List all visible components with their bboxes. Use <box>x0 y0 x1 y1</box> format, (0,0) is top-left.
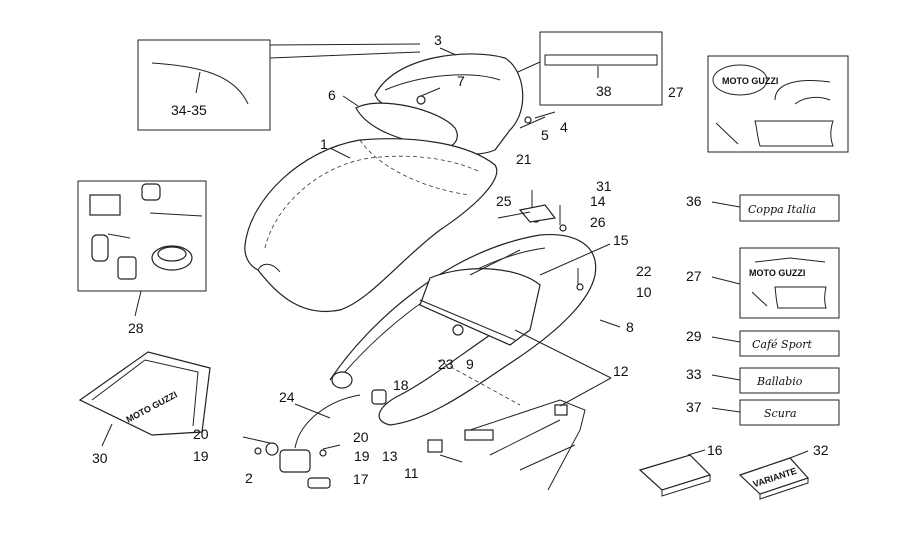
callout-36: 36 <box>686 193 702 209</box>
callout-29: 29 <box>686 328 702 344</box>
callout-5: 5 <box>541 127 549 143</box>
callout-30: 30 <box>92 450 108 466</box>
decal-33: Ballabio <box>711 367 840 394</box>
decal-33-text: Ballabio <box>756 375 803 388</box>
callout-19b: 19 <box>354 448 370 464</box>
callout-32: 32 <box>813 442 829 458</box>
manual-32: VARIANTE <box>738 450 810 500</box>
decal-37: Scura <box>711 399 840 426</box>
callout-7: 7 <box>457 73 465 89</box>
callout-3: 3 <box>434 32 442 48</box>
callout-38: 38 <box>596 83 612 99</box>
inset-strip-38 <box>499 31 663 106</box>
callout-19a: 19 <box>193 448 209 464</box>
decal-27-logo-text: MOTO GUZZI <box>749 268 805 278</box>
callout-11: 11 <box>404 465 419 481</box>
callout-37: 37 <box>686 399 702 415</box>
callout-4: 4 <box>560 119 568 135</box>
callout-22: 22 <box>636 263 652 279</box>
inset-kit-27-top <box>707 55 849 153</box>
callout-31: 31 <box>596 178 612 194</box>
tool-bag-30 <box>78 351 211 447</box>
decal-27-top-logo: MOTO GUZZI <box>722 76 778 86</box>
callout-18: 18 <box>393 377 409 393</box>
pad-6 <box>342 95 458 149</box>
callout-8: 8 <box>626 319 634 335</box>
callout-14: 14 <box>590 193 606 209</box>
callout-24: 24 <box>279 389 295 405</box>
callout-17: 17 <box>353 471 369 487</box>
manual-16 <box>638 449 712 497</box>
callout-21: 21 <box>516 151 532 167</box>
callout-20a: 20 <box>193 426 209 442</box>
decal-29: Café Sport <box>711 330 840 357</box>
callout-15: 15 <box>613 232 629 248</box>
callout-27b: 27 <box>686 268 702 284</box>
callout-12: 12 <box>613 363 629 379</box>
callout-20b: 20 <box>353 429 369 445</box>
callout-16: 16 <box>707 442 723 458</box>
callout-10: 10 <box>636 284 652 300</box>
callout-34-35: 34-35 <box>171 102 207 118</box>
callout-13: 13 <box>382 448 398 464</box>
decal-27-box: MOTO GUZZI <box>711 247 840 319</box>
callout-27a: 27 <box>668 84 684 100</box>
seat-1 <box>244 138 498 312</box>
callout-6: 6 <box>328 87 336 103</box>
callout-1: 1 <box>320 136 328 152</box>
callout-26: 26 <box>590 214 606 230</box>
decal-36-text: Coppa Italia <box>748 203 816 216</box>
decal-36: Coppa Italia <box>711 194 840 222</box>
rear-frame <box>437 329 612 491</box>
callout-33: 33 <box>686 366 702 382</box>
callout-23: 23 <box>438 356 454 372</box>
callout-labels: 1 2 3 4 5 6 7 8 9 10 11 12 13 14 15 16 1… <box>92 32 829 487</box>
callout-2: 2 <box>245 470 253 486</box>
decal-29-text: Café Sport <box>752 338 813 351</box>
inset-trim-strip <box>137 39 421 131</box>
inset-lock-kit-28 <box>77 180 207 317</box>
hardware-parts <box>371 87 584 463</box>
decal-37-text: Scura <box>764 407 797 420</box>
callout-25: 25 <box>496 193 512 209</box>
lock-assembly-2 <box>242 394 361 489</box>
callout-28: 28 <box>128 320 144 336</box>
bracket-plate-9 <box>419 243 611 346</box>
callout-9: 9 <box>466 356 474 372</box>
